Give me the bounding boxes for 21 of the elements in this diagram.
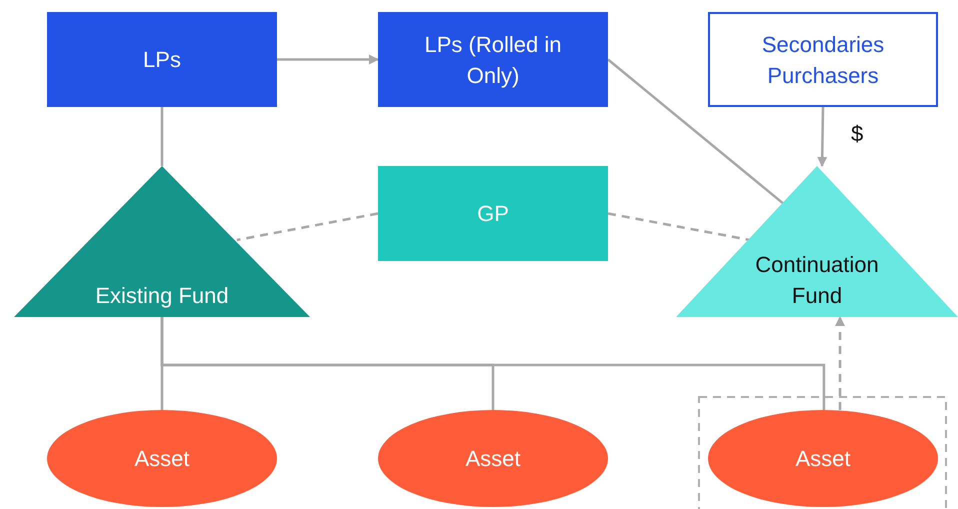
- connector-line: [608, 212, 750, 242]
- process-box: [708, 12, 938, 107]
- connector-line: [160, 107, 164, 166]
- node-label: LPs (Rolled in Only): [424, 30, 562, 90]
- node-label: Existing Fund: [95, 282, 229, 310]
- connector-line: [160, 317, 826, 410]
- node-label: GP: [476, 200, 510, 228]
- arrow: [277, 54, 379, 64]
- node-label: LPs: [142, 46, 182, 74]
- node-label: Asset: [133, 445, 191, 473]
- process-box: [378, 12, 608, 107]
- connector-line: [607, 58, 786, 206]
- node-label: Asset: [794, 445, 852, 473]
- node-label: Secondaries Purchasers: [760, 30, 886, 90]
- process-box: [47, 12, 277, 107]
- arrow: [835, 316, 845, 410]
- process-box: [378, 166, 608, 261]
- node-label: Continuation Fund: [754, 251, 880, 310]
- connector-line: [236, 212, 378, 242]
- node-label: Asset: [464, 445, 522, 473]
- arrow: [817, 106, 828, 167]
